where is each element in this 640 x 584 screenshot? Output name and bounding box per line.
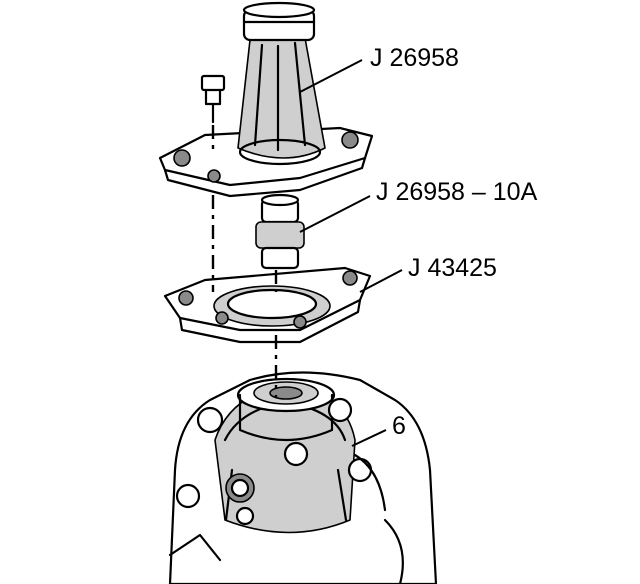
plate-j43425 (163, 266, 372, 344)
tool-j26958 (158, 1, 374, 198)
adapter-j26958-10a (255, 193, 305, 270)
callout-j43425: J 43425 (408, 254, 497, 282)
leader-lines (299, 59, 403, 447)
differential-housing (168, 371, 438, 584)
callout-j26958-10a: J 26958 – 10A (376, 178, 538, 206)
callout-part-6: 6 (392, 412, 406, 440)
mounting-bolt (200, 74, 226, 124)
alignment-lines (211, 125, 278, 398)
callout-j26958: J 26958 (370, 44, 459, 72)
